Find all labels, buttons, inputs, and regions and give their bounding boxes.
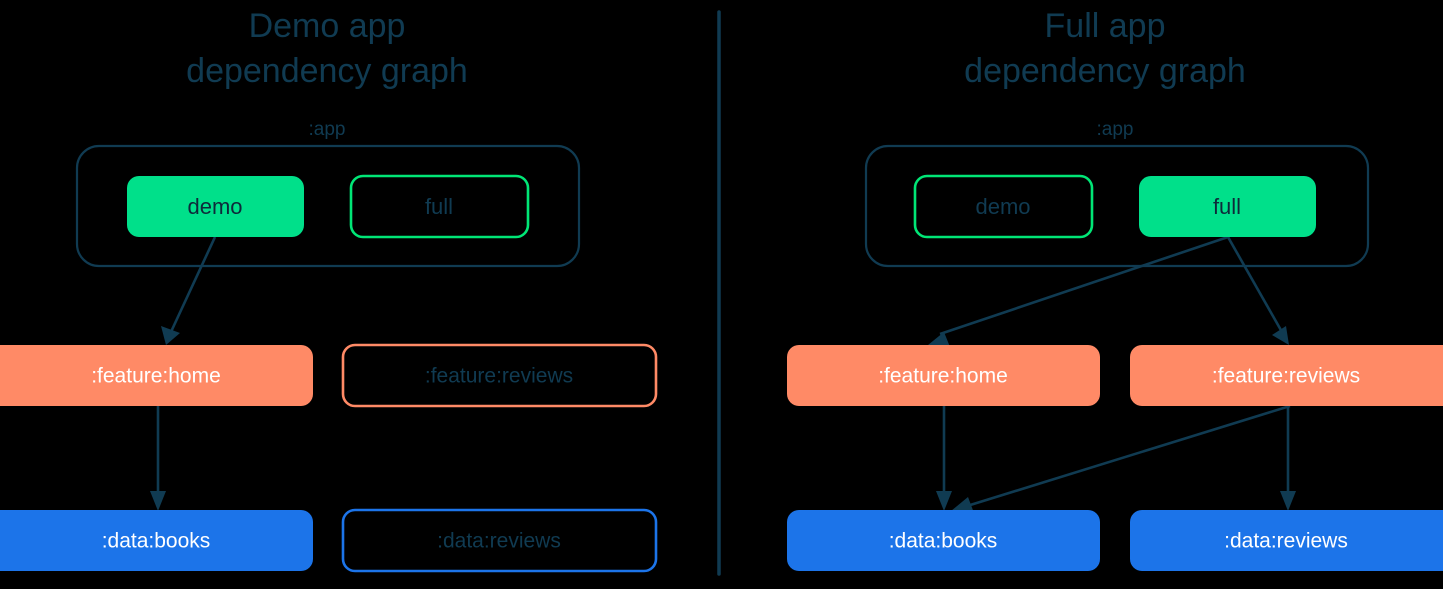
group-label-app: :app: [1097, 119, 1134, 140]
node-data-reviews[interactable]: :data:reviews: [1130, 510, 1443, 571]
node-data-reviews-label: :data:reviews: [437, 530, 561, 553]
group-box-app: [864, 144, 1370, 268]
node-data-reviews-box[interactable]: [341, 508, 658, 573]
node-feature-home-label: :feature:home: [878, 365, 1008, 388]
node-data-reviews-box[interactable]: [1130, 510, 1443, 571]
node-demo[interactable]: demo: [127, 176, 304, 237]
node-feature-home[interactable]: :feature:home: [787, 345, 1100, 406]
edge-feature-home-to-data-books: [936, 406, 952, 511]
node-demo-box[interactable]: [127, 176, 304, 237]
edge-full-to-feature-home: [928, 235, 1229, 347]
panel-full-app: Full app dependency graph :app: [787, 7, 1443, 571]
node-data-reviews[interactable]: :data:reviews: [341, 508, 658, 573]
node-demo[interactable]: demo: [913, 174, 1094, 239]
edge-demo-to-feature-home: [161, 236, 217, 345]
node-feature-reviews-box[interactable]: [341, 343, 658, 408]
panel-title-line2: dependency graph: [186, 52, 468, 90]
node-feature-home[interactable]: :feature:home: [0, 345, 313, 406]
node-feature-reviews-box[interactable]: [1130, 345, 1443, 406]
node-full-box[interactable]: [1139, 176, 1316, 237]
node-demo-label: demo: [187, 194, 242, 219]
edge-feature-home-to-data-books: [150, 406, 166, 511]
panel-title-line1: Full app: [1045, 7, 1166, 45]
group-box-app: [75, 144, 581, 268]
group-label-app: :app: [309, 119, 346, 140]
edge-full-to-feature-reviews: [1226, 236, 1289, 345]
node-full[interactable]: full: [349, 174, 530, 239]
node-data-books[interactable]: :data:books: [0, 510, 313, 571]
node-full[interactable]: full: [1139, 176, 1316, 237]
panel-demo-app: Demo app dependency graph :app demo: [0, 7, 658, 573]
node-full-label: full: [1213, 194, 1241, 219]
node-data-reviews-label: :data:reviews: [1224, 530, 1348, 553]
panel-title-line1: Demo app: [249, 7, 406, 45]
node-data-books-box[interactable]: [787, 510, 1100, 571]
node-feature-reviews-label: :feature:reviews: [1212, 365, 1360, 388]
node-feature-reviews-label: :feature:reviews: [425, 365, 573, 388]
node-demo-box[interactable]: [913, 174, 1094, 239]
edge-feature-reviews-to-data-books: [951, 404, 1291, 513]
node-data-books-box[interactable]: [0, 510, 313, 571]
panel-title-line2: dependency graph: [964, 52, 1246, 90]
node-feature-home-label: :feature:home: [91, 365, 221, 388]
node-data-books-label: :data:books: [889, 530, 998, 553]
node-feature-home-box[interactable]: [787, 345, 1100, 406]
node-data-books-label: :data:books: [102, 530, 211, 553]
node-data-books[interactable]: :data:books: [787, 510, 1100, 571]
node-full-label: full: [425, 194, 453, 219]
node-full-box[interactable]: [349, 174, 530, 239]
node-demo-label: demo: [975, 194, 1030, 219]
node-feature-reviews[interactable]: :feature:reviews: [1130, 345, 1443, 406]
node-feature-home-box[interactable]: [0, 345, 313, 406]
node-feature-reviews[interactable]: :feature:reviews: [341, 343, 658, 408]
edge-feature-reviews-to-data-reviews: [1280, 406, 1296, 511]
